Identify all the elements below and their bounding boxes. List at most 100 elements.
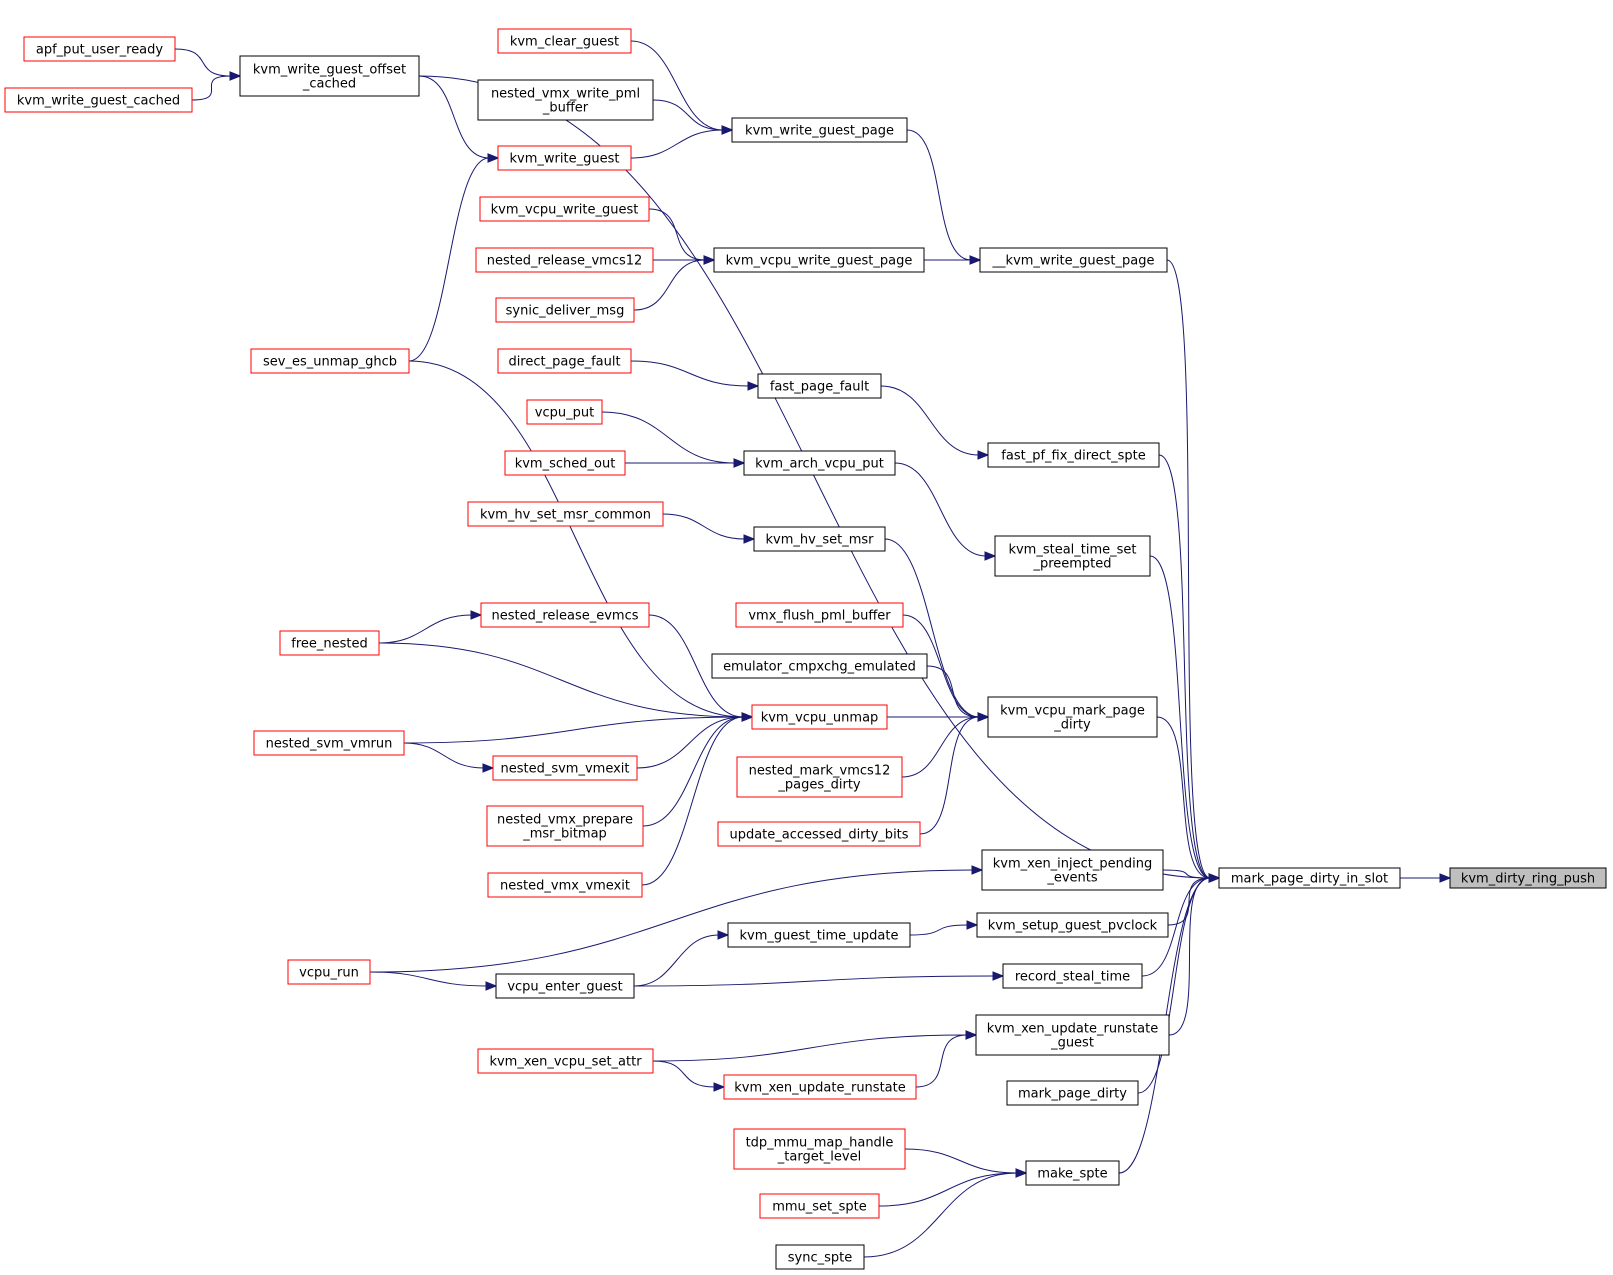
node-sev-es-unmap-ghcb[interactable]: sev_es_unmap_ghcb	[250, 348, 410, 374]
node-mark-page-dirty-in-slot[interactable]: mark_page_dirty_in_slot	[1218, 867, 1401, 889]
node-kvm-write-guest-page[interactable]: __kvm_write_guest_page	[979, 247, 1168, 273]
node-sync-spte[interactable]: sync_spte	[775, 1244, 865, 1270]
node-label-apf-put-user-ready-line-1: apf_put_user_ready	[36, 43, 164, 58]
node-box-make-spte	[1025, 1160, 1120, 1186]
node-direct-page-fault[interactable]: direct_page_fault	[497, 348, 632, 374]
node-label-kvm-write-guest-page-line-1: __kvm_write_guest_page	[992, 254, 1155, 269]
edge-vcpu-enter-guest-to-record-steal-time	[633, 975, 995, 987]
node-label-kvm-vcpu-write-guest-page-line-1: kvm_vcpu_write_guest_page	[726, 254, 913, 269]
node-fast-page-fault[interactable]: fast_page_fault	[757, 373, 882, 399]
node-make-spte[interactable]: make_spte	[1025, 1160, 1120, 1186]
node-box-nested-release-vmcs12	[475, 247, 654, 273]
node-label-kvm-steal-time-set-preempted-line-1: kvm_steal_time_set	[1008, 543, 1136, 558]
node-label-nested-vmx-prepare-msr-bitmap-line-2: _msr_bitmap	[522, 827, 607, 842]
node-nested-vmx-write-pml-buffer[interactable]: nested_vmx_write_pml_buffer	[477, 79, 654, 121]
node-label-direct-page-fault-line-1: direct_page_fault	[508, 355, 620, 370]
node-nested-vmx-prepare-msr-bitmap[interactable]: nested_vmx_prepare_msr_bitmap	[486, 805, 644, 847]
arrowhead-sync-spte-to-make-spte	[1015, 1168, 1028, 1178]
edge-kvm-vcpu-write-guest-to-kvm-vcpu-write-guest-page	[648, 208, 706, 261]
edge-kvm-write-guest-offset-cached-to-kvm-write-guest	[418, 75, 490, 159]
node-nested-release-evmcs[interactable]: nested_release_evmcs	[480, 602, 650, 628]
node-label-nested-vmx-write-pml-buffer-line-1: nested_vmx_write_pml	[491, 87, 640, 102]
node-box-vcpu-enter-guest	[495, 973, 635, 999]
arrowhead-kvm-vcpu-write-guest-page-to-kvm-write-guest-page	[969, 255, 982, 265]
node-kvm-write-guest-cached[interactable]: kvm_write_guest_cached	[4, 87, 193, 113]
node-vcpu-enter-guest[interactable]: vcpu_enter_guest	[495, 973, 635, 999]
arrowhead-update-accessed-dirty-bits-to-kvm-vcpu-mark-page-dirty	[977, 712, 990, 722]
node-kvm-clear-guest[interactable]: kvm_clear_guest	[497, 28, 632, 54]
edge-emulator-cmpxchg-emulated-to-kvm-vcpu-mark-page-dirty	[926, 665, 980, 718]
edge-kvm-xen-update-runstate-to-kvm-xen-update-runstate-guest	[915, 1034, 968, 1088]
node-nested-release-vmcs12[interactable]: nested_release_vmcs12	[475, 247, 654, 273]
node-label-kvm-steal-time-set-preempted-line-2: _preempted	[1032, 557, 1111, 572]
node-label-kvm-write-guest-offset-cached-line-1: kvm_write_guest_offset	[253, 63, 406, 78]
edge-kvm-write-guest-offset-cached-to-mark-page-dirty-in-slot	[418, 75, 1211, 879]
node-kvm-sched-out[interactable]: kvm_sched_out	[504, 450, 626, 476]
arrowhead-sev-es-unmap-ghcb-to-kvm-write-guest	[487, 153, 500, 163]
node-kvm-vcpu-mark-page-dirty[interactable]: kvm_vcpu_mark_page_dirty	[987, 696, 1158, 738]
arrowhead-synic-deliver-msg-to-kvm-vcpu-write-guest-page	[703, 255, 716, 265]
node-label-vcpu-enter-guest-line-1: vcpu_enter_guest	[507, 980, 622, 995]
edge-sev-es-unmap-ghcb-to-kvm-write-guest	[408, 157, 490, 362]
node-nested-vmx-vmexit[interactable]: nested_vmx_vmexit	[487, 872, 643, 898]
edge-fast-pf-fix-direct-spte-to-mark-page-dirty-in-slot	[1158, 454, 1211, 879]
node-mmu-set-spte[interactable]: mmu_set_spte	[759, 1193, 880, 1219]
node-update-accessed-dirty-bits[interactable]: update_accessed_dirty_bits	[717, 821, 921, 847]
arrowhead-fast-page-fault-to-fast-pf-fix-direct-spte	[977, 450, 990, 460]
node-kvm-hv-set-msr-common[interactable]: kvm_hv_set_msr_common	[467, 501, 664, 527]
arrowhead-kvm-xen-vcpu-set-attr-to-kvm-xen-update-runstate	[713, 1082, 726, 1092]
node-label-record-steal-time-line-1: record_steal_time	[1015, 970, 1130, 985]
node-box-kvm-write-guest-offset-cached	[239, 55, 420, 97]
node-synic-deliver-msg[interactable]: synic_deliver_msg	[495, 297, 635, 323]
node-kvm-setup-guest-pvclock[interactable]: kvm_setup_guest_pvclock	[976, 912, 1169, 938]
node-free-nested[interactable]: free_nested	[279, 630, 380, 656]
node-kvm-xen-update-runstate-guest[interactable]: kvm_xen_update_runstate_guest	[975, 1014, 1170, 1056]
node-kvm-steal-time-set-preempted[interactable]: kvm_steal_time_set_preempted	[994, 535, 1151, 577]
node-vcpu-put[interactable]: vcpu_put	[526, 399, 603, 425]
node-label-kvm-write-guest-cached-line-1: kvm_write_guest_cached	[17, 94, 180, 109]
node-kvm-vcpu-write-guest[interactable]: kvm_vcpu_write_guest	[479, 196, 650, 222]
node-box-nested-svm-vmrun	[253, 730, 405, 756]
node-vcpu-run[interactable]: vcpu_run	[287, 959, 371, 985]
edge-nested-vmx-prepare-msr-bitmap-to-kvm-vcpu-unmap	[642, 716, 744, 827]
node-label-nested-svm-vmexit-line-1: nested_svm_vmexit	[500, 762, 629, 777]
edge-kvm-write-guest-page-to-mark-page-dirty-in-slot	[1166, 259, 1211, 879]
node-apf-put-user-ready[interactable]: apf_put_user_ready	[23, 36, 176, 62]
edge-kvm-write-guest-to-kvm-write-guest-page	[630, 129, 724, 159]
node-label-kvm-xen-inject-pending-events-line-2: _events	[1046, 871, 1098, 886]
node-kvm-xen-inject-pending-events[interactable]: kvm_xen_inject_pending_events	[981, 849, 1164, 891]
node-nested-svm-vmrun[interactable]: nested_svm_vmrun	[253, 730, 405, 756]
node-mark-page-dirty[interactable]: mark_page_dirty	[1006, 1080, 1139, 1106]
node-kvm-guest-time-update[interactable]: kvm_guest_time_update	[727, 922, 911, 948]
node-box-kvm-steal-time-set-preempted	[994, 535, 1151, 577]
node-record-steal-time[interactable]: record_steal_time	[1002, 963, 1143, 989]
node-kvm-write-guest[interactable]: kvm_write_guest	[497, 145, 632, 171]
node-kvm-xen-update-runstate[interactable]: kvm_xen_update_runstate	[723, 1074, 917, 1100]
node-kvm-write-guest-page[interactable]: kvm_write_guest_page	[731, 117, 908, 143]
node-box-kvm-write-guest-cached	[4, 87, 193, 113]
node-kvm-hv-set-msr[interactable]: kvm_hv_set_msr	[753, 526, 886, 552]
node-box-kvm-clear-guest	[497, 28, 632, 54]
node-nested-mark-vmcs12-pages-dirty[interactable]: nested_mark_vmcs12_pages_dirty	[736, 756, 903, 798]
node-label-nested-release-evmcs-line-1: nested_release_evmcs	[491, 609, 638, 624]
node-label-synic-deliver-msg-line-1: synic_deliver_msg	[506, 304, 625, 319]
node-label-mmu-set-spte-line-1: mmu_set_spte	[772, 1200, 867, 1215]
node-box-nested-vmx-write-pml-buffer	[477, 79, 654, 121]
node-label-update-accessed-dirty-bits-line-1: update_accessed_dirty_bits	[729, 828, 908, 843]
node-label-vcpu-run-line-1: vcpu_run	[299, 966, 359, 981]
node-kvm-vcpu-write-guest-page[interactable]: kvm_vcpu_write_guest_page	[713, 247, 925, 273]
node-box-kvm-vcpu-write-guest	[479, 196, 650, 222]
node-kvm-xen-vcpu-set-attr[interactable]: kvm_xen_vcpu_set_attr	[477, 1048, 654, 1074]
node-label-kvm-xen-update-runstate-guest-line-2: _guest	[1050, 1036, 1094, 1051]
node-label-kvm-vcpu-unmap-line-1: kvm_vcpu_unmap	[761, 711, 879, 726]
node-label-mark-page-dirty-in-slot-line-1: mark_page_dirty_in_slot	[1231, 872, 1388, 887]
node-kvm-write-guest-offset-cached[interactable]: kvm_write_guest_offset_cached	[239, 55, 420, 97]
node-emulator-cmpxchg-emulated[interactable]: emulator_cmpxchg_emulated	[711, 653, 928, 679]
node-nested-svm-vmexit[interactable]: nested_svm_vmexit	[492, 755, 638, 781]
node-kvm-arch-vcpu-put[interactable]: kvm_arch_vcpu_put	[743, 450, 896, 476]
node-kvm-vcpu-unmap[interactable]: kvm_vcpu_unmap	[751, 704, 888, 730]
node-tdp-mmu-map-handle-target-level[interactable]: tdp_mmu_map_handle_target_level	[733, 1128, 906, 1170]
node-label-fast-page-fault-line-1: fast_page_fault	[770, 380, 869, 395]
node-fast-pf-fix-direct-spte[interactable]: fast_pf_fix_direct_spte	[987, 442, 1160, 468]
node-vmx-flush-pml-buffer[interactable]: vmx_flush_pml_buffer	[735, 602, 904, 628]
